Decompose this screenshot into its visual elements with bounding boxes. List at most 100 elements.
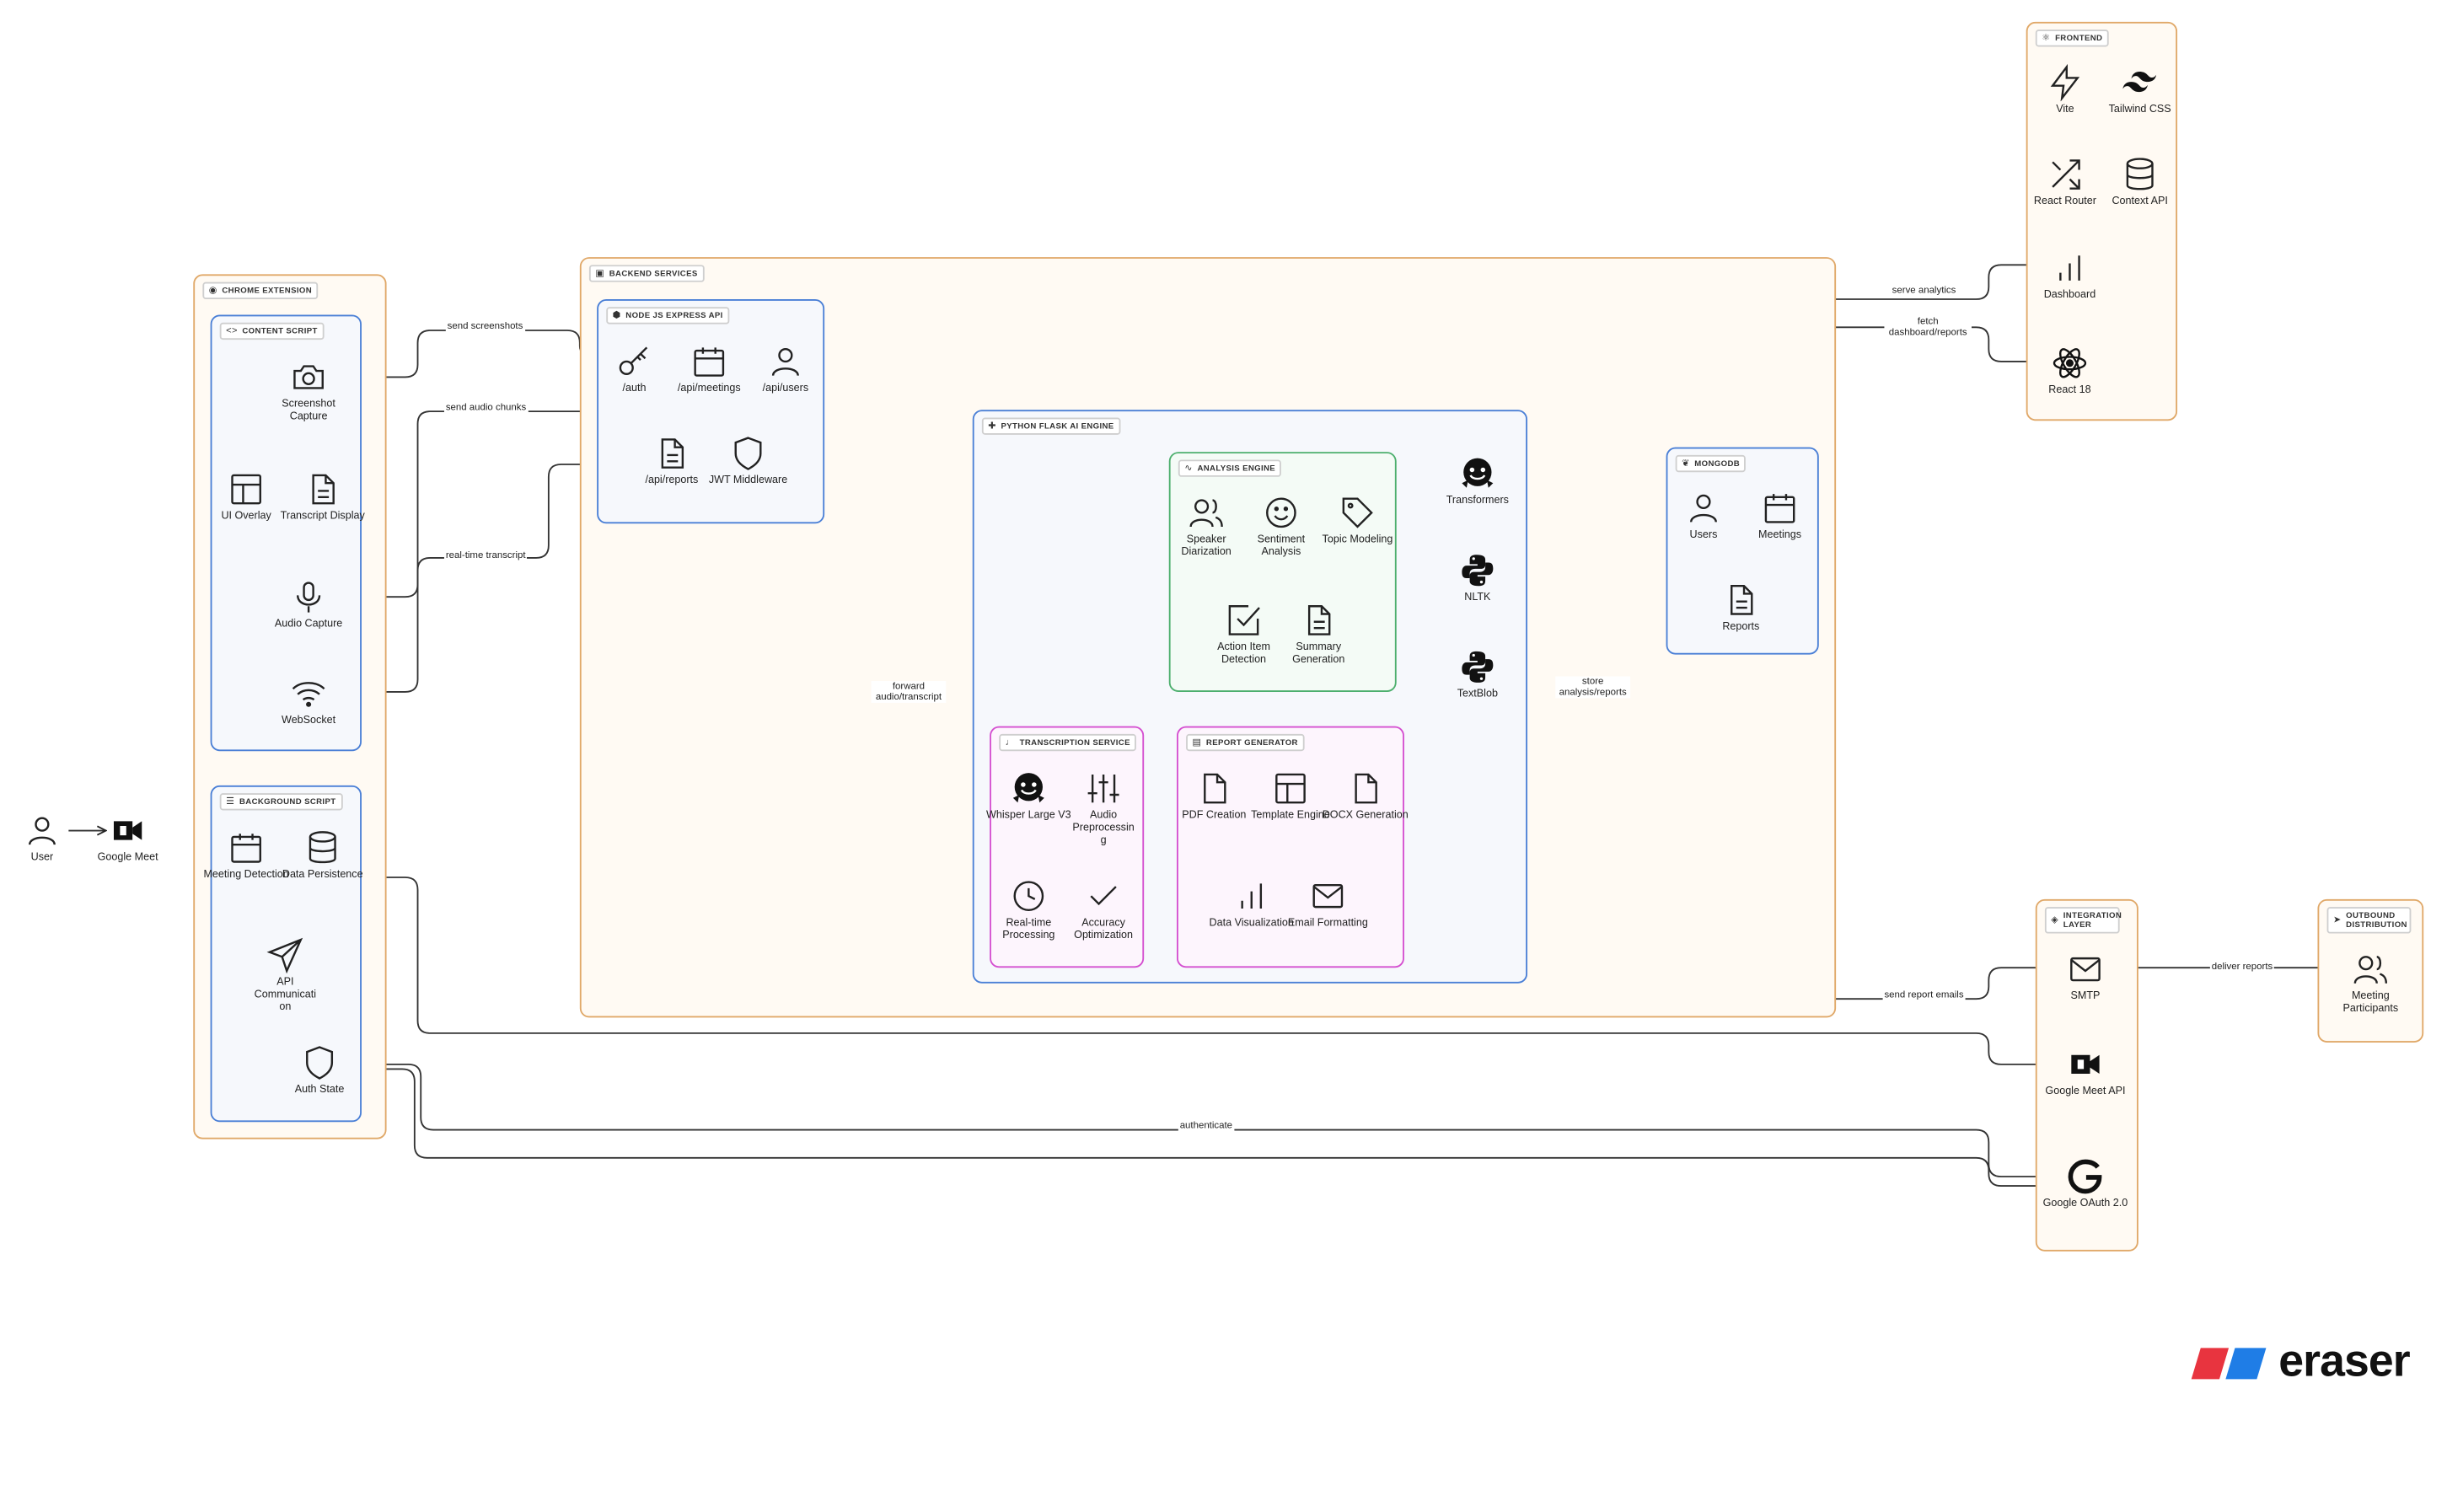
tailwind-icon <box>2122 72 2157 93</box>
calendar-icon <box>1764 494 1795 523</box>
react-router-node: React Router <box>2021 156 2109 209</box>
topic-modeling-node: Topic Modeling <box>1314 494 1402 547</box>
activity-icon: ∿ <box>1184 464 1193 474</box>
document-icon <box>661 438 684 469</box>
google-meet-api-node: Google Meet API <box>2042 1046 2129 1099</box>
google-oauth-node: Google OAuth 2.0 <box>2042 1158 2129 1211</box>
user-icon <box>1689 494 1717 523</box>
google-meet-node: Google Meet <box>84 812 172 865</box>
auth-endpoint-node: /auth <box>591 343 679 396</box>
vite-node: Vite <box>2021 63 2109 117</box>
context-api-node: Context API <box>2096 156 2184 209</box>
auth-state-node: Auth State <box>276 1044 363 1097</box>
shield-icon <box>734 437 762 470</box>
server-icon: ☰ <box>226 796 235 807</box>
user-node: User <box>0 812 86 865</box>
react-icon <box>2053 348 2087 378</box>
shield-icon <box>306 1046 334 1080</box>
smtp-node: SMTP <box>2042 951 2129 1004</box>
calendar-icon <box>694 347 725 377</box>
frontend-group: ⚛FRONTEND <box>2026 21 2178 421</box>
api-meetings-node: /api/meetings <box>666 343 754 396</box>
bar-chart-icon <box>1241 883 1263 909</box>
transcription-service-tag: ♩TRANSCRIPTION SERVICE <box>999 733 1137 752</box>
integration-layer-tag: ◈INTEGRATION LAYER <box>2044 907 2122 934</box>
python-icon <box>1462 555 1494 587</box>
audio-capture-node: Audio Capture <box>265 578 352 631</box>
api-reports-node: /api/reports <box>628 435 716 488</box>
bar-chart-icon <box>2059 255 2080 281</box>
speaker-diarization-node: Speaker Diarization <box>1162 494 1250 559</box>
email-formatting-node: Email Formatting <box>1285 877 1372 930</box>
outbound-distribution-tag: ➤OUTBOUND DISTRIBUTION <box>2326 907 2412 934</box>
microphone-icon: ♩ <box>1005 737 1016 748</box>
api-users-node: /api/users <box>742 343 829 396</box>
data-persistence-node: Data Persistence <box>279 829 367 882</box>
huggingface-icon <box>1012 773 1044 803</box>
audio-preprocessing-node: Audio Preprocessing <box>1060 769 1147 846</box>
transcript-display-node: Transcript Display <box>279 470 367 523</box>
server-icon: ▣ <box>595 268 605 279</box>
accuracy-optimization-node: Accuracy Optimization <box>1060 877 1147 942</box>
realtime-processing-node: Real-time Processing <box>985 877 1073 942</box>
transformers-node: Transformers <box>1434 455 1521 508</box>
sliders-icon <box>1087 774 1119 803</box>
document-icon <box>1307 605 1331 635</box>
mongodb-tag: ❦MONGODB <box>1675 454 1747 473</box>
action-item-detection-node: Action Item Detection <box>1200 602 1288 667</box>
textblob-node: TextBlob <box>1434 648 1521 701</box>
backend-services-tag: ▣BACKEND SERVICES <box>588 265 704 282</box>
users-collection-node: Users <box>1660 490 1747 543</box>
layout-icon <box>231 474 261 505</box>
edge-label-authenticate: authenticate <box>1178 1120 1234 1132</box>
sentiment-analysis-node: Sentiment Analysis <box>1237 494 1325 559</box>
ui-overlay-node: UI Overlay <box>202 470 290 523</box>
google-meet-icon <box>113 821 142 840</box>
edge-label-store-analysis: store analysis/reports <box>1555 676 1631 699</box>
google-meet-icon <box>2071 1054 2100 1074</box>
summary-generation-node: Summary Generation <box>1274 602 1362 667</box>
edge-label-fetch-dashboard: fetch dashboard/reports <box>1884 316 1972 339</box>
eraser-mark-icon <box>2191 1347 2267 1379</box>
tag-icon <box>1342 497 1373 528</box>
document-icon <box>1355 773 1377 804</box>
wifi-icon <box>292 682 325 707</box>
chrome-extension-tag: ◉CHROME EXTENSION <box>202 281 319 300</box>
data-visualization-node: Data Visualization <box>1208 877 1296 930</box>
user-icon <box>771 347 799 376</box>
camera-icon <box>293 365 324 389</box>
huggingface-icon <box>1462 458 1494 488</box>
database-icon <box>2126 158 2154 190</box>
react-icon: ⚛ <box>2042 33 2051 43</box>
whisper-node: Whisper Large V3 <box>985 769 1073 823</box>
docx-generation-node: DOCX Generation <box>1322 769 1409 823</box>
dashboard-node: Dashboard <box>2026 249 2114 303</box>
database-icon <box>309 831 336 864</box>
leaf-icon: ❦ <box>1682 458 1690 469</box>
shuffle-icon <box>2052 159 2080 190</box>
meetings-collection-node: Meetings <box>1736 490 1824 543</box>
react18-node: React 18 <box>2026 345 2114 398</box>
document-icon <box>1204 773 1226 804</box>
api-communication-node: API Communication <box>242 936 330 1013</box>
document-icon <box>1731 585 1753 615</box>
nodejs-icon: ⬢ <box>612 310 621 320</box>
edge-label-send-audio-chunks: send audio chunks <box>443 402 529 414</box>
google-icon <box>2068 1159 2102 1194</box>
edge-label-send-screenshots: send screenshots <box>445 320 525 333</box>
pdf-creation-node: PDF Creation <box>1171 769 1258 823</box>
edge-label-forward-audio: forward audio/transcript <box>871 681 947 704</box>
meeting-detection-node: Meeting Detection <box>202 829 290 882</box>
microphone-icon <box>296 582 321 613</box>
websocket-node: WebSocket <box>265 675 352 728</box>
nltk-node: NLTK <box>1434 552 1521 605</box>
analysis-engine-group: ∿ANALYSIS ENGINE <box>1168 452 1397 692</box>
analysis-engine-tag: ∿ANALYSIS ENGINE <box>1178 459 1282 477</box>
clock-icon <box>1013 881 1044 912</box>
report-generator-tag: ▤REPORT GENERATOR <box>1186 733 1305 752</box>
user-icon <box>28 817 56 845</box>
document-icon <box>312 474 335 505</box>
jwt-middleware-node: JWT Middleware <box>705 435 792 488</box>
smile-icon <box>1266 497 1296 528</box>
template-engine-node: Template Engine <box>1247 769 1334 823</box>
